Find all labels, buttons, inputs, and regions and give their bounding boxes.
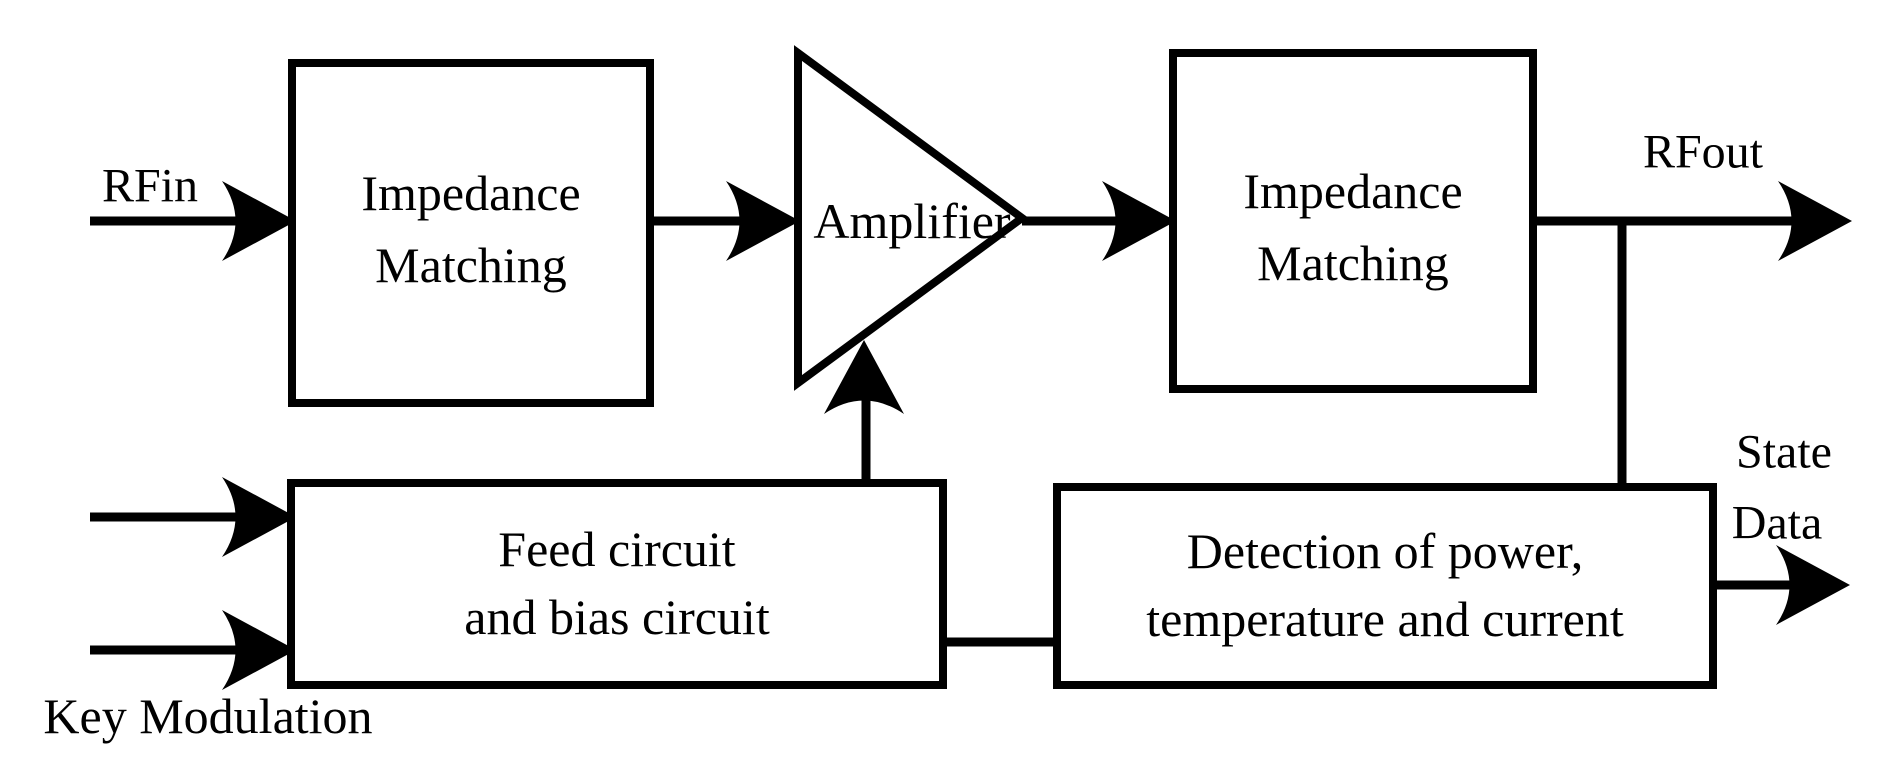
key-modulation-label: Key Modulation — [43, 688, 372, 744]
impedance-matching-input-box — [288, 59, 654, 407]
key-modulation-arrowhead-2-icon — [222, 610, 296, 690]
state-data-arrowhead-icon — [1776, 545, 1850, 625]
rfout-label: RFout — [1643, 126, 1764, 179]
feed-bias-label-line2: and bias circuit — [464, 589, 770, 645]
amplifier-label: Amplifier — [813, 193, 1011, 249]
impedance-out-label-line1: Impedance — [1243, 163, 1462, 219]
impedance-out-input-arrowhead-icon — [1102, 181, 1176, 261]
detection-label: Detection of power, temperature and curr… — [1146, 523, 1624, 647]
state-data-label: State Data — [1732, 426, 1832, 550]
impedance-in-label-line2: Matching — [375, 237, 567, 293]
feed-bias-circuit-label: Feed circuit and bias circuit — [464, 521, 770, 645]
rfin-label: RFin — [102, 160, 198, 213]
impedance-matching-output-label: Impedance Matching — [1243, 163, 1462, 291]
detection-box — [1053, 483, 1717, 689]
feed-bias-circuit-box — [287, 479, 947, 689]
state-data-label-line1: State — [1736, 426, 1832, 479]
detection-label-line1: Detection of power, — [1187, 523, 1583, 579]
key-modulation-arrowhead-1-icon — [222, 477, 296, 557]
bias-to-amplifier-arrowhead-icon — [824, 340, 904, 414]
amplifier-input-arrowhead-icon — [726, 181, 800, 261]
impedance-matching-input-label: Impedance Matching — [361, 165, 580, 293]
state-data-label-line2: Data — [1732, 497, 1823, 550]
impedance-in-label-line1: Impedance — [361, 165, 580, 221]
detection-label-line2: temperature and current — [1146, 591, 1624, 647]
impedance-out-label-line2: Matching — [1257, 235, 1449, 291]
rfout-arrowhead-icon — [1778, 181, 1852, 261]
feed-bias-label-line1: Feed circuit — [498, 521, 736, 577]
impedance-matching-output-box — [1169, 49, 1537, 393]
amplifier-triangle — [794, 45, 1029, 391]
rfin-arrowhead-icon — [222, 181, 296, 261]
